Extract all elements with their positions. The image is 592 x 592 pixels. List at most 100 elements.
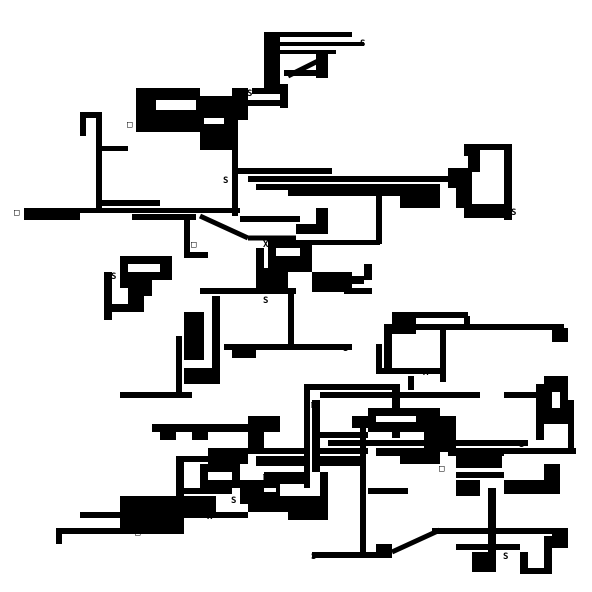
wall-segment [296,224,328,234]
stair-marker[interactable]: S [247,89,252,99]
wall-segment [312,272,352,292]
wall-segment [464,204,508,218]
wall-segment [176,336,182,392]
floor-tile [376,416,416,422]
stair-marker[interactable]: S [360,39,365,49]
wall-segment [264,32,280,88]
door-marker[interactable]: □ [135,528,141,538]
wall-segment [296,240,380,245]
wall-segment [448,440,528,446]
wall-segment [448,168,472,188]
wall-segment [56,528,184,534]
stair-marker[interactable]: S [223,176,228,186]
trap-marker[interactable]: X [199,96,205,106]
stair-marker[interactable]: S [111,272,116,282]
wall-segment [544,536,552,568]
stair-marker[interactable]: S [519,440,524,450]
wall-segment [184,312,204,360]
wall-segment [152,424,280,432]
wall-segment [440,416,456,452]
wall-segment [344,288,372,294]
wall-segment [456,480,480,496]
pickup-marker[interactable]: A [423,368,429,378]
wall-segment [192,432,208,440]
wall-segment [536,384,544,440]
wall-segment [504,480,544,494]
door-marker[interactable]: □ [439,464,445,474]
wall-segment [568,400,574,452]
trap-marker[interactable]: X [319,64,325,74]
stair-marker[interactable]: S [311,552,316,562]
wall-segment [232,350,256,358]
wall-segment [304,384,400,390]
door-marker[interactable]: □ [127,120,133,130]
wall-segment [184,252,208,258]
wall-segment [456,456,496,468]
stair-marker[interactable]: S [199,320,204,330]
map-glyphs: S S S S S S S S S S S S S S S A □ □ □ □ … [14,39,524,562]
wall-segment [176,456,232,462]
wall-segment [232,116,238,216]
wall-segment [280,84,288,108]
wall-segment [504,144,512,220]
wall-segment [316,208,328,228]
wall-segment [472,552,496,572]
trap-marker[interactable]: X [399,312,405,322]
wall-segment [96,112,102,212]
trap-marker[interactable]: X [263,240,269,250]
wall-segment [360,496,366,552]
wall-segment [400,448,424,464]
wall-segment [496,448,502,468]
trap-marker[interactable]: X [215,96,221,106]
stair-marker[interactable]: S [503,552,508,562]
door-marker[interactable]: □ [263,472,269,482]
stair-marker[interactable]: S [231,496,236,506]
stair-marker[interactable]: S [271,256,276,266]
wall-segment [312,552,392,558]
wall-segment [212,296,220,376]
wall-segment [440,330,446,382]
wall-segment [288,288,294,348]
floor-tile [112,288,128,304]
wall-segment [464,144,512,150]
floor-tile [156,100,196,110]
wall-segment [280,50,336,54]
wall-segment [352,276,364,284]
wall-segment [464,316,470,328]
wall-segment [504,392,544,398]
floor-tile [264,488,276,492]
wall-segment [432,528,568,534]
stair-marker[interactable]: S [263,296,268,306]
wall-segment [264,32,352,37]
stair-marker[interactable]: S [343,344,348,354]
wall-segment [248,176,448,182]
wall-segment [400,194,440,208]
wall-segment [184,496,216,512]
wall-segment [176,456,184,528]
wall-segment [312,400,320,472]
wall-segment [544,464,560,494]
trap-marker[interactable]: X [207,512,213,522]
wall-segment [496,448,576,454]
wall-segment [376,196,382,244]
wall-segment [304,384,310,488]
wall-segment [240,216,300,222]
wall-segment [248,448,304,454]
stair-marker[interactable]: S [511,208,516,218]
wall-segment [224,344,352,350]
floor-tile [552,392,560,408]
wall-segment [208,448,248,464]
wall-segment [320,456,360,466]
wall-segment [448,448,504,456]
stair-marker[interactable]: S [183,112,188,122]
wall-segment [376,448,408,456]
wall-segment [364,264,372,280]
wall-segment [104,272,112,320]
stair-marker[interactable]: S [295,456,300,466]
door-marker[interactable]: □ [191,240,197,250]
door-marker[interactable]: □ [14,208,20,218]
wall-segment [552,328,568,342]
wall-segment [248,432,264,448]
door-marker[interactable]: □ [311,400,317,410]
